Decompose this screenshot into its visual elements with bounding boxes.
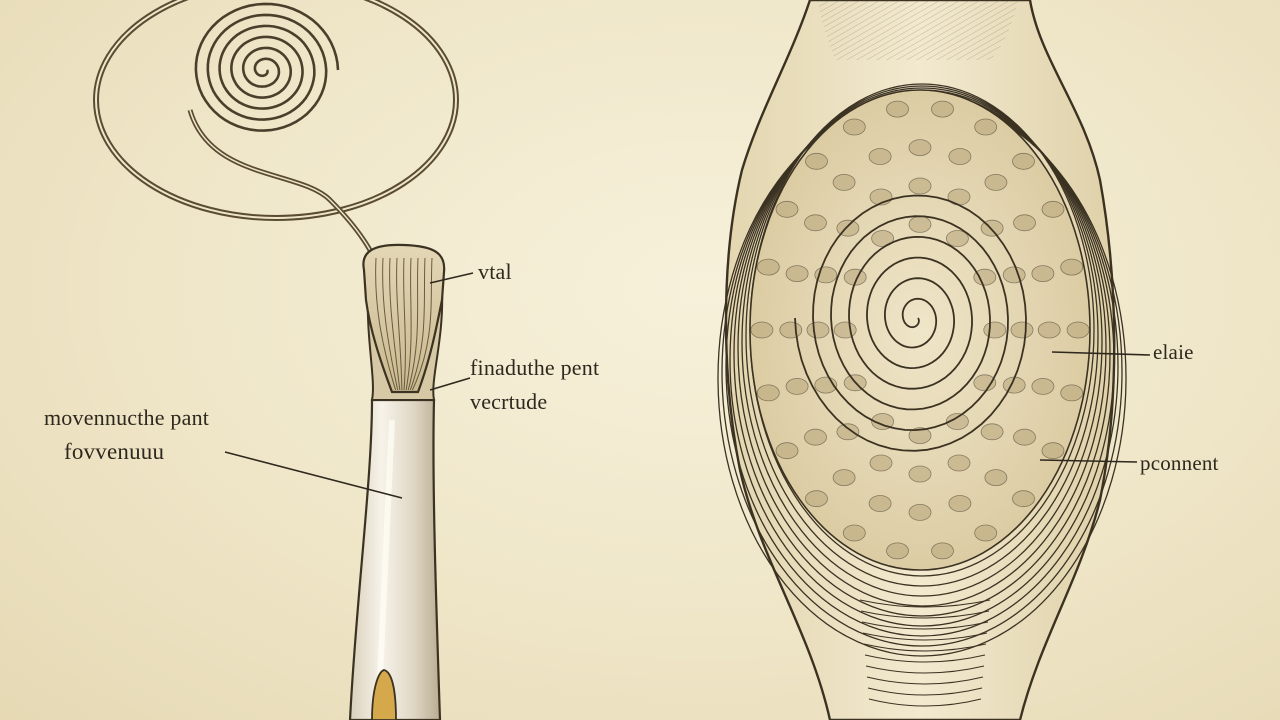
bulb-central-spiral xyxy=(794,194,1027,452)
bulb-top-hatching xyxy=(818,0,1018,60)
label-left-line-2: fovvenuuu xyxy=(64,439,165,464)
bulb-inner-core xyxy=(749,89,1091,571)
stalk-body xyxy=(348,398,442,720)
stalk-head xyxy=(362,243,446,394)
label-left-line-1: movennucthe pant xyxy=(44,405,210,430)
leader-vtal xyxy=(429,272,474,284)
label-center-line-1: finaduthe pent xyxy=(470,355,600,380)
leader-left xyxy=(224,451,403,499)
label-right-upper: elaie xyxy=(1153,340,1194,364)
left-coil-figure xyxy=(93,0,459,271)
loop-tail xyxy=(187,109,381,271)
leader-lines xyxy=(224,272,1151,499)
inner-coil-spiral xyxy=(194,2,340,132)
leader-right-2 xyxy=(1039,459,1138,463)
leader-right-1 xyxy=(1051,351,1151,356)
stalk-base-insert xyxy=(371,669,397,720)
label-right-lower: pconnent xyxy=(1140,451,1219,475)
label-vtal: vtal xyxy=(478,259,512,284)
label-center-line-2: vecrtude xyxy=(470,389,548,414)
leader-center xyxy=(429,377,471,391)
stalk-figure xyxy=(348,243,446,720)
bulb-figure xyxy=(717,0,1127,720)
